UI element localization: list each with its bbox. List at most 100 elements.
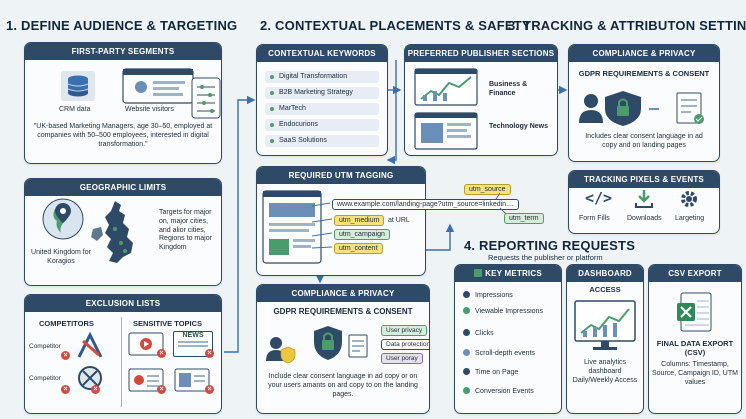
utm-term-tag: utm_term: [504, 213, 544, 224]
section-title-2: 2. CONTEXTUAL PLACEMENTS & SAFETY: [260, 18, 531, 33]
scroll-icon: [463, 349, 470, 356]
tech-news-icon: [414, 112, 478, 150]
compliance-privacy-middle-card: COMPLIANCE & PRIVACY GDPR REQUIREMENTS &…: [256, 284, 430, 414]
sensitive-content-icon: [128, 368, 164, 392]
gdpr-title-top: GDPR REQUIREMENTS & CONSENT: [578, 69, 710, 78]
document-icon: [348, 334, 368, 358]
gdpr-icons: [579, 91, 704, 126]
metric-label: Scroll-depth events: [475, 350, 535, 357]
metric-label: Viewable Impressions: [475, 308, 543, 315]
conversion-icon: [463, 387, 470, 394]
location-pin-icon: [42, 198, 84, 240]
dashboard-card: DASHBOARD ACCESS Live analytics dashboar…: [566, 264, 644, 414]
privacy-tag-3: User poray: [381, 353, 423, 364]
exclusion-header: EXCLUSION LISTS: [25, 295, 221, 312]
website-browser-icon: [122, 68, 194, 104]
utm-campaign-tag: utm_campaign: [334, 229, 390, 240]
geographic-limits-card: GEOGRAPHIC LIMITS United Kingdom for Kor…: [24, 178, 222, 286]
keyword-item: Endocurions: [265, 119, 379, 131]
pixels-header: TRACKING PIXELS & EVENTS: [569, 171, 719, 188]
code-icon: </>: [585, 189, 613, 207]
metric-item: Conversion Events: [463, 387, 534, 396]
event-largeting: Largeting: [675, 215, 705, 222]
csv-desc: Columns: Timestamp, Source, Campaign ID,…: [652, 361, 738, 386]
keyword-item: B2B Marketing Strategy: [265, 87, 379, 99]
privacy-tag-2: Data protection: [381, 339, 429, 350]
utm-content-tag: utm_content: [334, 243, 383, 254]
metric-label: Conversion Events: [475, 388, 534, 395]
metric-label: Impressions: [475, 292, 513, 299]
news-label: NEWS: [182, 332, 204, 339]
utm-header: REQUIRED UTM TAGGING: [257, 167, 425, 184]
compliance-top-desc: Includes clear consent language in ad co…: [585, 133, 703, 149]
key-metrics-header: KEY METRICS: [455, 265, 561, 282]
shield-lock-icon: [314, 326, 342, 360]
website-visitors-label: Website visitors: [125, 106, 174, 113]
csv-export-card: CSV EXPORT FINAL DATA EXPORT (CSV) Colum…: [648, 264, 742, 414]
tracking-pixels-card: TRACKING PIXELS & EVENTS </> Form Fills …: [568, 170, 720, 234]
filter-sliders-icon: [191, 77, 221, 119]
compliance-privacy-top-card: COMPLIANCE & PRIVACY GDPR REQUIREMENTS &…: [568, 44, 720, 162]
crm-data-label: CRM data: [59, 106, 91, 113]
metric-label: Time on Page: [475, 369, 519, 376]
finance-chart-icon: [414, 68, 478, 106]
crm-database-icon: [61, 71, 95, 101]
contextual-header: CONTEXTUAL KEYWORDS: [257, 45, 387, 62]
compliance-middle-desc: Include clear consent language in ad cop…: [268, 373, 418, 398]
eye-icon: [463, 291, 470, 298]
utm-medium-tag: utm_medium: [334, 215, 385, 226]
view-icon: [463, 307, 470, 314]
exclusion-divider: [121, 317, 122, 407]
metric-item: Impressions: [463, 291, 513, 300]
event-downloads: Downloads: [627, 215, 662, 222]
compliance-middle-header: COMPLIANCE & PRIVACY: [257, 285, 429, 302]
metric-item: Clicks: [463, 329, 494, 338]
csv-header: CSV EXPORT: [649, 265, 741, 282]
key-metrics-card: KEY METRICS Impressions Viewable Impress…: [454, 264, 562, 414]
landing-page-icon: [262, 190, 322, 264]
metric-item: Viewable Impressions: [463, 307, 553, 316]
publisher-business-label: Business & Finance: [489, 81, 528, 97]
contextual-keywords-card: CONTEXTUAL KEYWORDS Digital Transformati…: [256, 44, 388, 156]
audience-description: "UK-based Marketing Managers, age 30–50,…: [33, 123, 213, 148]
click-icon: [463, 329, 470, 336]
keyword-item: Digital Transformation: [265, 71, 379, 83]
competitor-logo-1-icon: [77, 331, 103, 358]
section-4-subtitle: Requests the publisher or platform: [488, 253, 603, 262]
publisher-tech-label: Technology News: [489, 123, 548, 130]
gear-icon: [681, 191, 697, 207]
competitor-label-1: Competitor: [29, 343, 61, 350]
dashboard-header: DASHBOARD: [567, 265, 643, 282]
first-party-header: FIRST-PARTY SEGMENTS: [25, 43, 221, 60]
spreadsheet-icon: [677, 292, 712, 332]
section-title-1: 1. DEFINE AUDIENCE & TARGETING: [6, 18, 238, 33]
exclude-x-icon: ×: [91, 385, 100, 394]
keyword-item: MarTech: [265, 103, 379, 115]
competitors-label: COMPETITORS: [39, 319, 94, 328]
csv-title: FINAL DATA EXPORT (CSV): [656, 339, 734, 358]
metric-label: Clicks: [475, 330, 494, 337]
exclusion-lists-card: EXCLUSION LISTS COMPETITORS SENSITIVE TO…: [24, 294, 222, 414]
dashboard-monitor-icon: [574, 300, 636, 350]
clock-icon: [463, 368, 470, 375]
competitor-label-2: Competitor: [29, 375, 61, 382]
exclude-x-icon: ×: [157, 349, 166, 358]
privacy-tag-1: User privacy: [381, 325, 428, 336]
uk-map-icon: [91, 201, 133, 263]
first-party-segments-card: FIRST-PARTY SEGMENTS CRM data Website vi…: [24, 42, 222, 164]
map-label: United Kingdom for Koragios: [31, 249, 91, 265]
section-title-4: 4. REPORTING REQUESTS: [464, 238, 636, 253]
sensitive-topics-label: SENSITIVE TOPICS: [133, 319, 203, 328]
geographic-header: GEOGRAPHIC LIMITS: [25, 179, 221, 196]
geo-targets-text: Targets for major on, major cities, and …: [159, 209, 212, 251]
check-icon: [474, 269, 483, 277]
dashboard-access-label: ACCESS: [589, 285, 621, 294]
download-icon: [635, 190, 653, 208]
dashboard-desc: Live analytics dashboard Daily/Weekly Ac…: [572, 359, 638, 384]
sensitive-video-icon: [128, 332, 164, 356]
exclude-x-icon: ×: [157, 385, 166, 394]
publisher-sections-card: PREFERRED PUBLISHER SECTIONS Business & …: [404, 44, 558, 156]
section-title-3: 3. TRACKING & ATTRIBUTON SETTINGS: [508, 18, 746, 33]
utm-medium-suffix: at URL: [388, 217, 410, 224]
